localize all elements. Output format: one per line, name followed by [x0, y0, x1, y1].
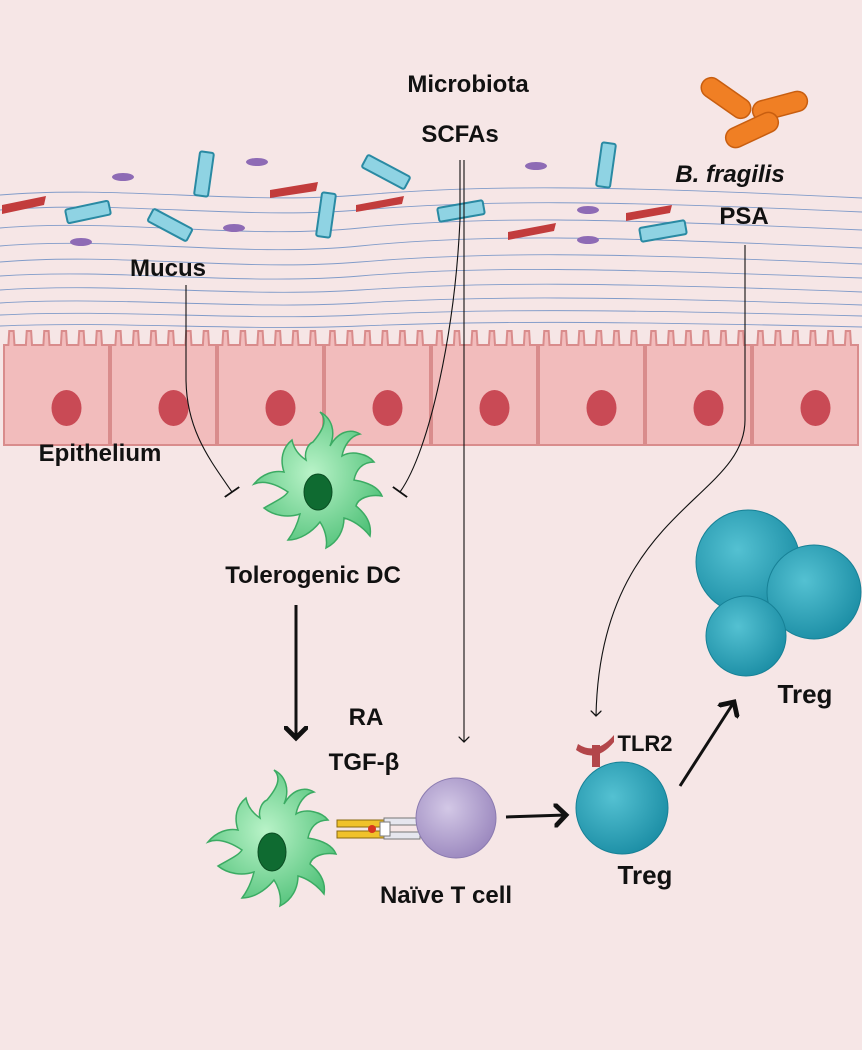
epithelial-cell: [538, 330, 645, 446]
epithelial-nucleus: [693, 390, 724, 426]
epithelial-nucleus: [800, 390, 831, 426]
b-fragilis-rod: [724, 111, 780, 149]
naive-to-treg-arrow: [505, 815, 566, 817]
commensal-rods: [64, 141, 688, 243]
dc-nucleus: [257, 832, 287, 872]
bacterium-red: [626, 205, 672, 221]
epithelial-nucleus: [372, 390, 403, 426]
commensal-red: [2, 182, 672, 240]
treg-cell: [575, 761, 669, 855]
label-mucus: Mucus: [130, 255, 206, 282]
bacterium-rod: [436, 199, 486, 223]
label-ra: RA: [349, 704, 384, 731]
b-fragilis-bacteria: [700, 76, 809, 149]
scfa-to-dc-arrow: [392, 160, 461, 498]
bacterium-rod: [315, 191, 337, 239]
bacterium-purple: [577, 236, 599, 244]
epithelial-cell: [752, 330, 859, 446]
epithelial-cell: [645, 330, 752, 446]
bacterium-rod: [193, 150, 215, 198]
bacterium-rod: [64, 199, 112, 225]
antigen-dot: [368, 825, 376, 833]
bacterium-red: [356, 196, 404, 212]
epithelial-cell: [217, 330, 324, 446]
mucus-to-dc-arrow: [185, 285, 240, 498]
label-treg-cluster: Treg: [778, 679, 833, 709]
bacterium-red: [2, 196, 46, 214]
bacterium-purple: [246, 158, 268, 166]
bacterium-purple: [223, 224, 245, 232]
bacterium-purple: [70, 238, 92, 246]
label-tolerogenic-dc: Tolerogenic DC: [225, 562, 401, 589]
mucus-layer: [0, 187, 862, 328]
epithelial-cell: [431, 330, 538, 446]
treg-cluster-cell: [766, 544, 862, 640]
label-psa: PSA: [719, 203, 768, 230]
label-tlr2: TLR2: [618, 731, 673, 756]
commensal-purple: [70, 158, 599, 246]
label-epithelium: Epithelium: [39, 440, 162, 467]
b-fragilis-rod: [700, 76, 752, 120]
epithelial-nucleus: [265, 390, 296, 426]
treg-cluster: [695, 509, 862, 677]
bacterium-red: [270, 182, 318, 198]
treg-expansion-arrow: [678, 702, 734, 787]
bacterium-purple: [112, 173, 134, 181]
label-naive-t-cell: Naïve T cell: [380, 882, 512, 909]
label-treg-single: Treg: [618, 860, 673, 890]
epithelial-cell: [3, 330, 110, 446]
tcr-link: [379, 821, 391, 837]
tlr2-stem: [592, 745, 600, 767]
epithelial-cell: [324, 330, 431, 446]
label-b-fragilis: B. fragilis: [675, 161, 784, 188]
dc-presenting-cell: [205, 769, 338, 908]
psa-to-treg-arrow: [596, 245, 746, 716]
tlr2-head: [576, 735, 614, 756]
tlr2-receptor: [576, 735, 614, 767]
signal-arrows: [185, 160, 746, 742]
bacterium-red: [508, 223, 556, 240]
bacterium-rod: [146, 208, 194, 242]
epithelial-nucleus: [479, 390, 510, 426]
epithelial-nucleus: [586, 390, 617, 426]
naive-t-cell: [415, 777, 497, 859]
epithelial-cell: [110, 330, 217, 446]
bacterium-rod: [638, 219, 688, 243]
bacterium-purple: [525, 162, 547, 170]
bacterium-rod: [595, 141, 617, 189]
epithelial-nucleus: [158, 390, 189, 426]
treg-cluster-cell: [705, 595, 787, 677]
bacterium-purple: [577, 206, 599, 214]
label-tgf-beta: TGF-β: [329, 749, 400, 776]
bold-arrows: [296, 605, 734, 817]
tolerogenic-dc-cell: [251, 411, 384, 550]
bacterium-rod: [361, 154, 411, 190]
label-scfas: SCFAs: [421, 121, 498, 148]
epithelial-nucleus: [51, 390, 82, 426]
epithelium: [3, 330, 859, 446]
label-microbiota: Microbiota: [407, 71, 529, 98]
dc-nucleus: [303, 473, 333, 511]
receptor-complex: [336, 817, 421, 840]
